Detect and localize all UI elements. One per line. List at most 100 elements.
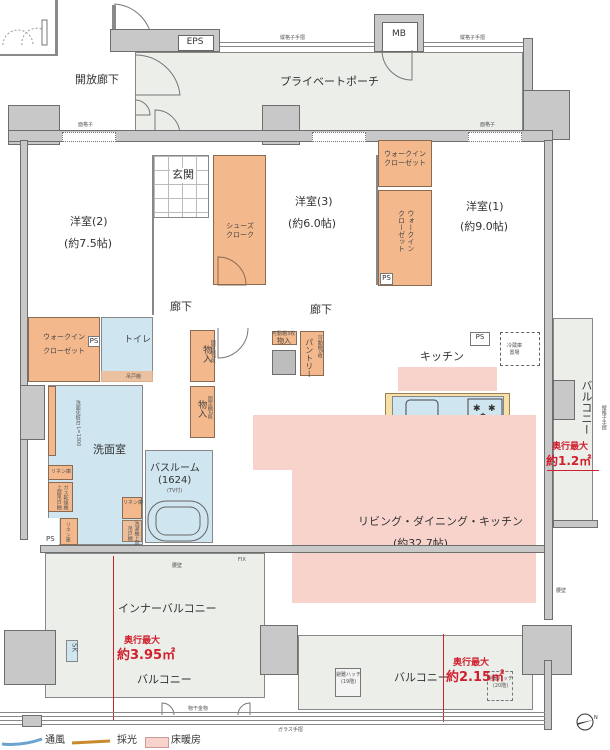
western-room-2	[28, 155, 154, 315]
south-wall	[40, 545, 545, 553]
clothes-hanger-icon	[161, 702, 251, 716]
linen-2-label: リネン庫	[64, 522, 71, 542]
column-left-mid	[20, 385, 45, 440]
frosted-label-east: 腰壁	[556, 588, 567, 594]
ps-box-kitchen: PS	[470, 332, 490, 346]
east-depth-value: 約1.2㎡	[546, 454, 592, 468]
western-room-1-size: (約9.0帖)	[460, 220, 509, 233]
svg-text:✱: ✱	[473, 404, 481, 414]
mb-label: MB	[392, 29, 406, 39]
fridge-block	[272, 350, 296, 375]
window-top-right	[468, 132, 522, 142]
evac-hatch-20	[487, 671, 513, 701]
balcony-right-label: バルコニー	[394, 671, 449, 684]
fridge-label: 冷蔵庫 置場	[507, 343, 523, 356]
east-depth-arrow	[547, 470, 599, 471]
ps-label-3: PS	[46, 535, 55, 543]
east-depth-label: 奥行最大	[552, 442, 589, 452]
shoes-cloak-label: シューズ クローク	[226, 222, 254, 240]
stair-wall-bottom	[0, 54, 58, 56]
evac-hatch-19-label: 避難ハッチ (19階)	[336, 672, 362, 685]
frosted-label-1: 腰壁	[172, 563, 183, 569]
hall-door-icon	[217, 327, 249, 359]
legend: 通風 採光 床暖房	[0, 733, 300, 750]
wall-left	[20, 140, 28, 540]
stair-door-arc-icon	[2, 19, 48, 46]
rail-post-left	[22, 715, 42, 727]
floor-heating-legend-swatch	[145, 737, 169, 748]
western-room-2-name: 洋室(2)	[70, 215, 108, 228]
lattice-label-2: 面格子	[480, 122, 496, 128]
private-porch	[135, 52, 523, 132]
clothes-hanger-label: 物干金物	[188, 706, 209, 712]
east-rail-label: 縦格子手摺	[600, 405, 607, 430]
daylight-legend-icon	[71, 739, 111, 745]
balcony-depth-label: 奥行最大	[453, 658, 490, 668]
shoes-cloak-door-icon	[217, 256, 247, 286]
washer-shelf-label: 洗濯機上部 吊戸棚	[126, 521, 140, 546]
east-balcony-column	[553, 380, 575, 420]
ps-box-2: PS	[88, 336, 100, 347]
legend-floor-heating-label: 床暖房	[171, 735, 201, 746]
open-corridor-label: 開放廊下	[75, 73, 119, 86]
walkin-closet-top	[378, 140, 432, 187]
private-porch-label: プライベートポーチ	[280, 75, 379, 88]
svg-text:✱: ✱	[488, 404, 496, 414]
washroom-label: 洗面室	[93, 443, 126, 456]
ps-box-1: PS	[380, 273, 393, 285]
storage-3-name: 物入	[277, 337, 291, 345]
wall-right	[544, 140, 553, 620]
inner-depth-value: 約3.95㎡	[117, 648, 176, 663]
evac-hatch-19	[335, 668, 361, 697]
entrance-label: 玄関	[170, 168, 196, 183]
glass-rail-bottom	[0, 720, 545, 725]
balcony-depth-arrow	[443, 634, 444, 722]
walkin-closet-side-label: ウォークイン クローゼット	[397, 210, 415, 252]
dryer-shelf	[48, 482, 73, 512]
inner-balcony-label: インナーバルコニー	[118, 602, 217, 615]
east-balcony	[553, 318, 593, 528]
pantry-note: 可動棚5枚	[316, 335, 323, 359]
sk-label: SK	[70, 643, 79, 653]
storage-2-name: 物入	[196, 400, 207, 418]
pantry	[300, 331, 324, 376]
eps-label: EPS	[186, 37, 204, 47]
walkin-closet-left-label: ウォークイン クローゼット	[43, 333, 85, 355]
washer-shelf	[122, 520, 142, 542]
stair-wall	[55, 0, 58, 55]
ps-area-3	[45, 518, 59, 545]
mb-door-arc-icon	[381, 49, 413, 81]
fix-label: FIX	[238, 557, 246, 563]
ldk-name: リビング・ダイニング・キッチン	[358, 515, 523, 528]
east-balcony-label: バルコニー	[579, 380, 593, 435]
dryer-shelf-label: ガス乾燥機 上部吊戸棚	[55, 485, 69, 510]
storage-2-note: 固定棚2段	[206, 396, 213, 420]
rail-label-1: 縦格子手摺	[280, 35, 306, 41]
vanity	[48, 386, 56, 456]
glass-rail-top	[0, 712, 545, 717]
column-bottom-left	[4, 630, 56, 685]
linen-1	[48, 465, 73, 480]
ventilation-legend-icon	[1, 737, 43, 746]
window-top-left	[62, 132, 116, 142]
western-room-2-size: (約7.5帖)	[64, 237, 113, 250]
bathroom-note: (TV付)	[167, 488, 183, 494]
top-rail-right	[424, 42, 524, 47]
storage-1-name: 物入	[201, 345, 212, 363]
floor-heating-kitchen	[398, 367, 497, 391]
legend-daylight-label: 採光	[117, 735, 137, 746]
fridge-space	[500, 332, 540, 366]
balcony-depth-value: 約2.15㎡	[446, 670, 505, 685]
east-balcony-bottom	[553, 520, 598, 528]
linen-1-label: リネン庫	[51, 469, 72, 475]
column-bottom-mid	[260, 625, 298, 675]
north-compass-icon: N	[576, 713, 598, 731]
walkin-closet-left	[28, 317, 100, 382]
storage-1	[190, 330, 215, 382]
walkin-closet-side	[378, 190, 432, 286]
kitchen-label: キッチン	[420, 350, 464, 363]
bathroom-size: (1624)	[158, 475, 192, 486]
bathtub-icon	[147, 500, 209, 542]
vanity-label: 洗面化粧台 L=1300	[74, 400, 81, 447]
top-rail-left	[220, 42, 374, 47]
